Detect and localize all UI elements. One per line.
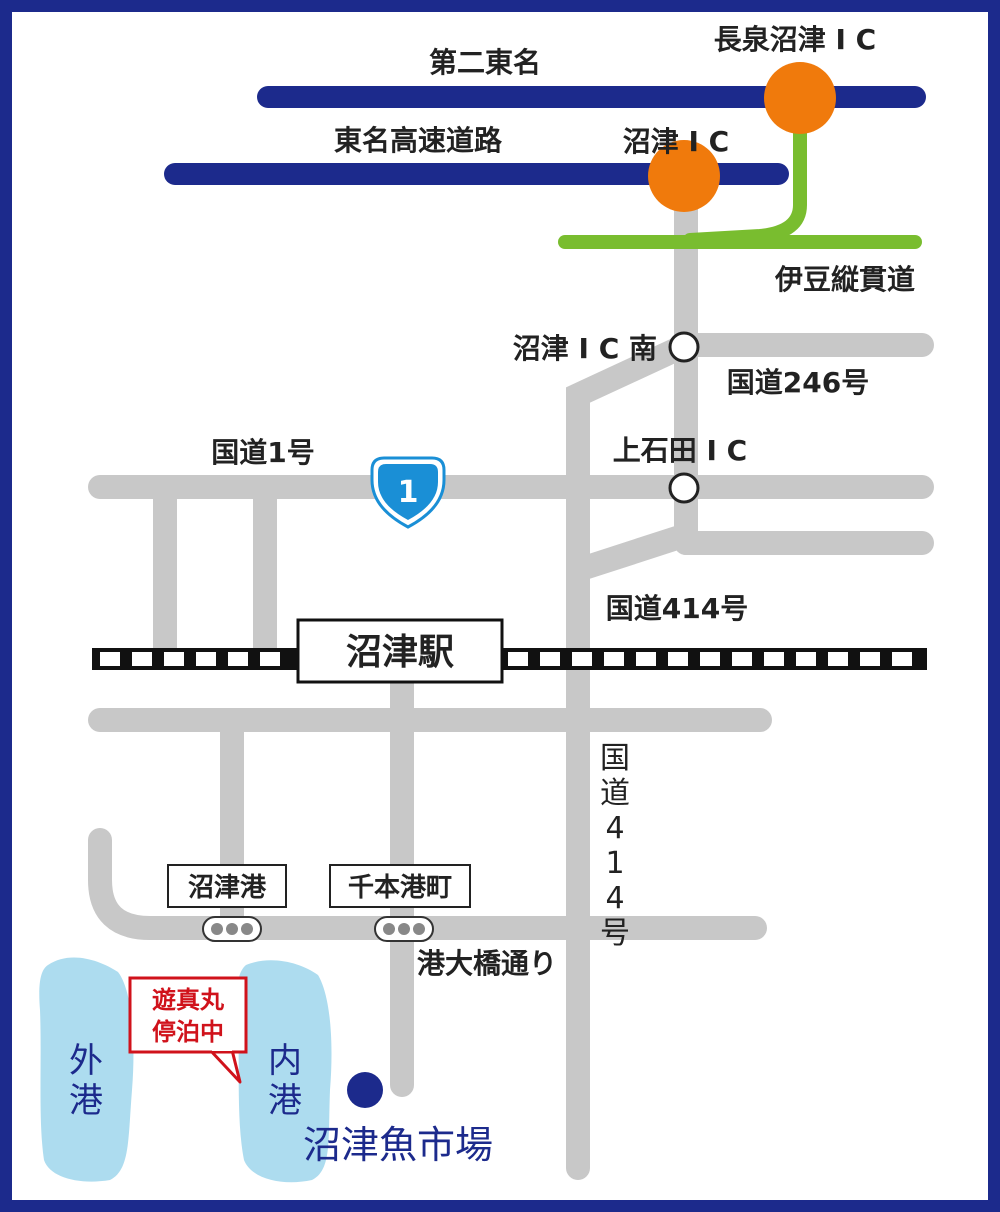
callout-line-1: 遊真丸 [152,986,225,1014]
svg-text:4: 4 [605,811,624,846]
svg-text:港: 港 [69,1081,103,1121]
rail-tie [100,652,120,666]
rail-tie [764,652,784,666]
rail-tie [572,652,592,666]
tomei-label: 東名高速道路 [334,124,503,157]
rail-tie [228,652,248,666]
senbon-stop-box [329,864,471,908]
rail-tie [604,652,624,666]
svg-text:1: 1 [605,846,624,881]
street-label: 港大橋通り [417,947,557,980]
route-414-vertical-label: 国 道 4 1 4 号 [600,741,630,951]
fish-market-label: 沼津魚市場 [303,1123,493,1167]
svg-text:国: 国 [600,741,630,776]
svg-text:4: 4 [605,881,624,916]
svg-text:港: 港 [268,1081,302,1121]
rail-tie [508,652,528,666]
route-1-shield-number: 1 [398,475,419,510]
berth-callout: 遊真丸 停泊中 [128,976,248,1084]
nagaizumi-ic-label: 長泉沼津 I C [714,23,876,56]
route-246-label: 国道246号 [727,366,869,399]
numazu-ic-label: 沼津 I C [623,125,729,158]
station-label: 沼津駅 [346,632,454,673]
route-1-label: 国道1号 [211,436,314,469]
rail-tie [828,652,848,666]
rail-tie [132,652,152,666]
callout-line-2: 停泊中 [152,1018,224,1046]
svg-text:外: 外 [69,1041,103,1081]
senbon-stop-label: 千本港町 [348,873,452,903]
izu-road [558,111,922,249]
rail-tie [700,652,720,666]
daini-tomei-label: 第二東名 [429,46,541,79]
rail-tie [732,652,752,666]
senbon-bus-marker [374,916,434,942]
rail-tie [668,652,688,666]
numazu-ic-south-marker [668,331,700,363]
rail-tie [164,652,184,666]
fish-market-marker [347,1072,383,1108]
rail-tie [260,652,280,666]
kamiishida-ic-label: 上石田 I C [613,434,747,467]
numazu-ic-marker [648,140,720,212]
route-414-label: 国道414号 [606,592,748,625]
railway [92,648,927,670]
svg-text:内: 内 [268,1041,302,1081]
svg-text:号: 号 [600,916,630,951]
harbor-water [39,957,332,1183]
station-box [296,618,504,684]
rail-tie [860,652,880,666]
rail-tie [196,652,216,666]
svg-text:道: 道 [600,776,630,811]
izu-road-label: 伊豆縦貫道 [774,263,915,296]
numazu-port-bus-marker [202,916,262,942]
route-1-shield: 1 [370,456,446,529]
inner-harbor-label: 内 港 [268,1041,302,1121]
numazu-port-stop-label: 沼津港 [188,873,267,903]
rail-tie [892,652,912,666]
nagaizumi-ic-marker [764,62,836,134]
numazu-ic-south-label: 沼津 I C 南 [513,332,657,365]
numazu-port-stop-box [167,864,287,908]
rail-tie [796,652,816,666]
rail-tie [540,652,560,666]
kamiishida-ic-marker [668,472,700,504]
rail-tie [636,652,656,666]
outer-harbor-label: 外 港 [69,1041,103,1121]
